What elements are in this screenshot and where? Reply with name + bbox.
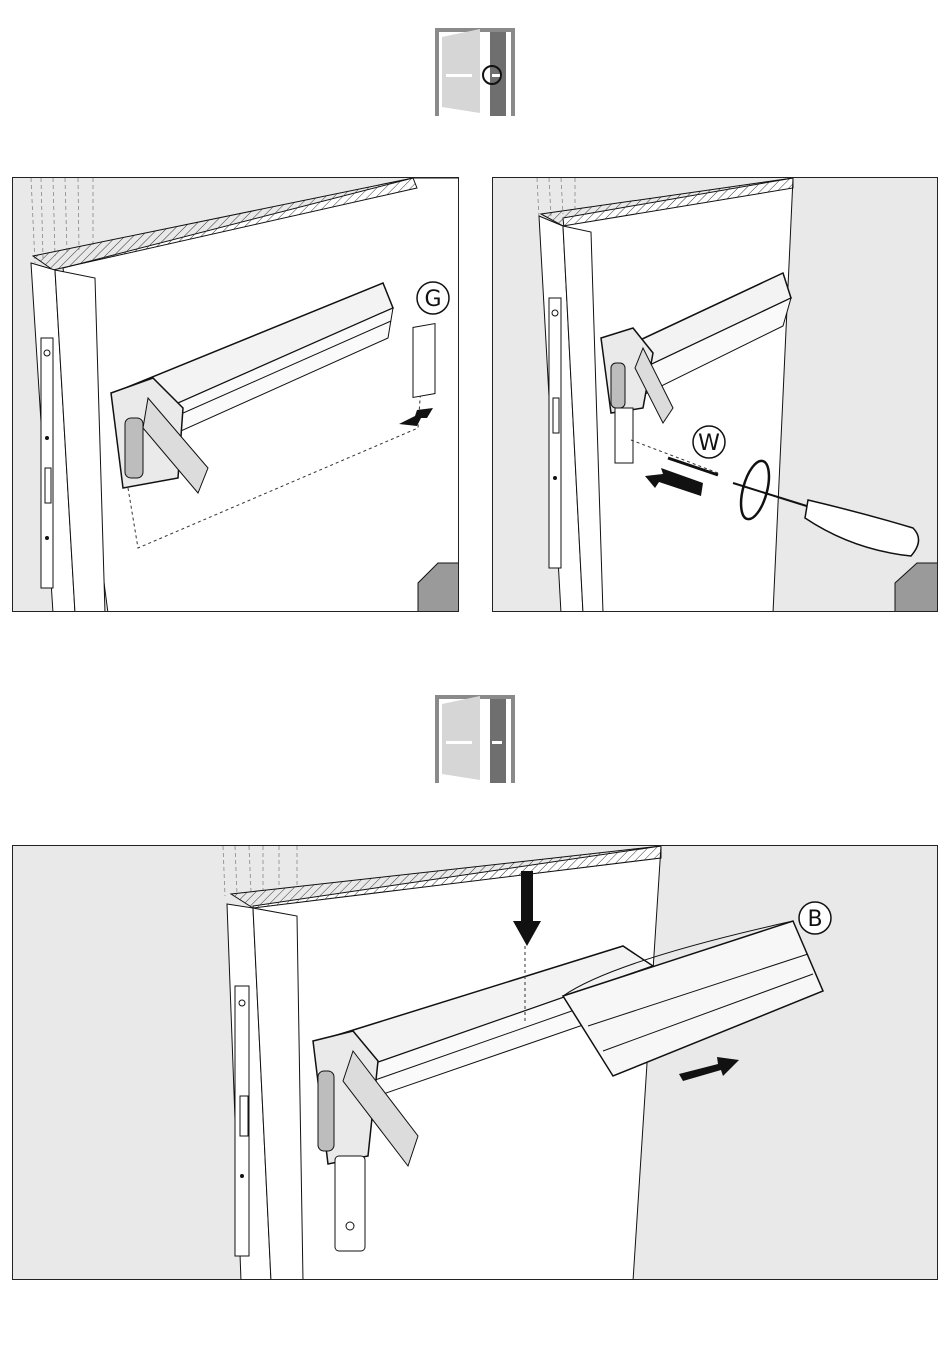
door-handle-circled-icon [434,27,516,117]
step-2-panel: W [492,177,938,612]
step-3-panel: B [12,845,938,1280]
strike-plate [413,324,435,398]
arrow-right-icon [679,1057,739,1081]
corner-tab [895,563,938,612]
door-handle-icon [434,694,516,784]
svg-text:B: B [807,907,822,932]
svg-text:G: G [424,287,441,312]
step-1-panel: G [12,177,459,612]
svg-text:W: W [698,431,720,456]
